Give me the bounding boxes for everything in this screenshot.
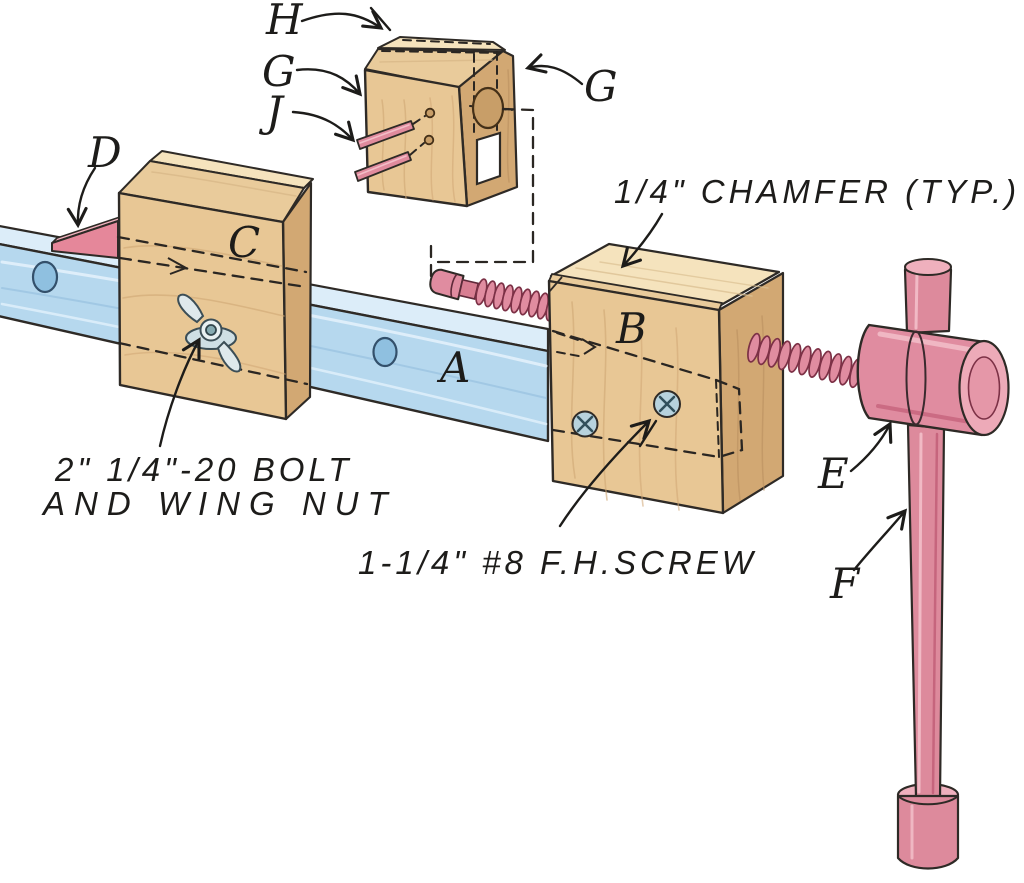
rail-hole-right	[372, 336, 398, 368]
alignment-leader-dashed	[431, 107, 535, 264]
block-g-grain	[379, 59, 510, 203]
part-label-g-right: G	[584, 62, 618, 111]
handle-hub-e	[856, 323, 1010, 437]
leader-arrow-g-right	[524, 53, 584, 86]
annotation-screw: 1-1/4" #8 F.H.SCREW	[358, 544, 757, 581]
part-label-e: E	[817, 449, 849, 498]
dowel-hole-lower	[423, 134, 435, 146]
block-c	[116, 150, 314, 421]
rail-hole-left	[31, 260, 59, 294]
block-c-grain	[122, 171, 297, 375]
part-label-c: C	[228, 218, 260, 267]
leader-arrow-d	[66, 166, 97, 229]
part-label-g-left: G	[262, 47, 296, 96]
part-label-h: H	[265, 0, 304, 44]
part-label-a: A	[436, 343, 470, 392]
leader-arrow-h-stroke	[369, 6, 392, 32]
leader-arrow-j	[291, 110, 356, 143]
annotation-bolt-line2: AND WING NUT	[41, 485, 397, 522]
leader-arrow-chamfer	[620, 212, 664, 269]
ink-annotations: H G J G D C A B E F 1/4" CHAMFER (TYP.) …	[41, 0, 1020, 608]
rod-threads-left	[475, 278, 558, 322]
handle-rod-top-stub	[903, 258, 953, 335]
screw-head-left	[571, 410, 599, 438]
leader-arrow-h	[300, 9, 384, 30]
part-label-b: B	[615, 304, 647, 353]
block-b	[547, 242, 785, 515]
mortise-notch	[475, 131, 502, 186]
leader-arrow-g-left	[295, 68, 363, 97]
wing-nut-bolt	[177, 293, 242, 373]
leader-arrow-screw-stroke	[638, 419, 658, 448]
handle-rod-f	[906, 423, 946, 800]
block-c-hidden-lines	[116, 235, 309, 386]
leader-arrow-e	[849, 421, 893, 473]
dowel-hole-upper	[424, 107, 436, 119]
leader-arrow-bolt	[158, 337, 201, 448]
bolt-end	[205, 324, 217, 336]
leader-arrow-screw	[558, 418, 652, 528]
wedge-d	[51, 215, 124, 259]
hub-ring-groove	[905, 330, 927, 426]
block-g-top	[354, 36, 519, 208]
handle-cap-bottom	[896, 794, 960, 870]
annotation-bolt-line1: 2" 1/4"-20 BOLT	[54, 451, 352, 488]
part-label-d: D	[87, 128, 122, 177]
dowel-pins-j	[354, 107, 436, 182]
handle-assembly	[856, 258, 1010, 870]
annotation-chamfer: 1/4" CHAMFER (TYP.)	[614, 173, 1020, 210]
leader-arrow-f	[852, 508, 908, 572]
rod-hole	[471, 86, 505, 130]
screw-head-right	[653, 390, 681, 418]
